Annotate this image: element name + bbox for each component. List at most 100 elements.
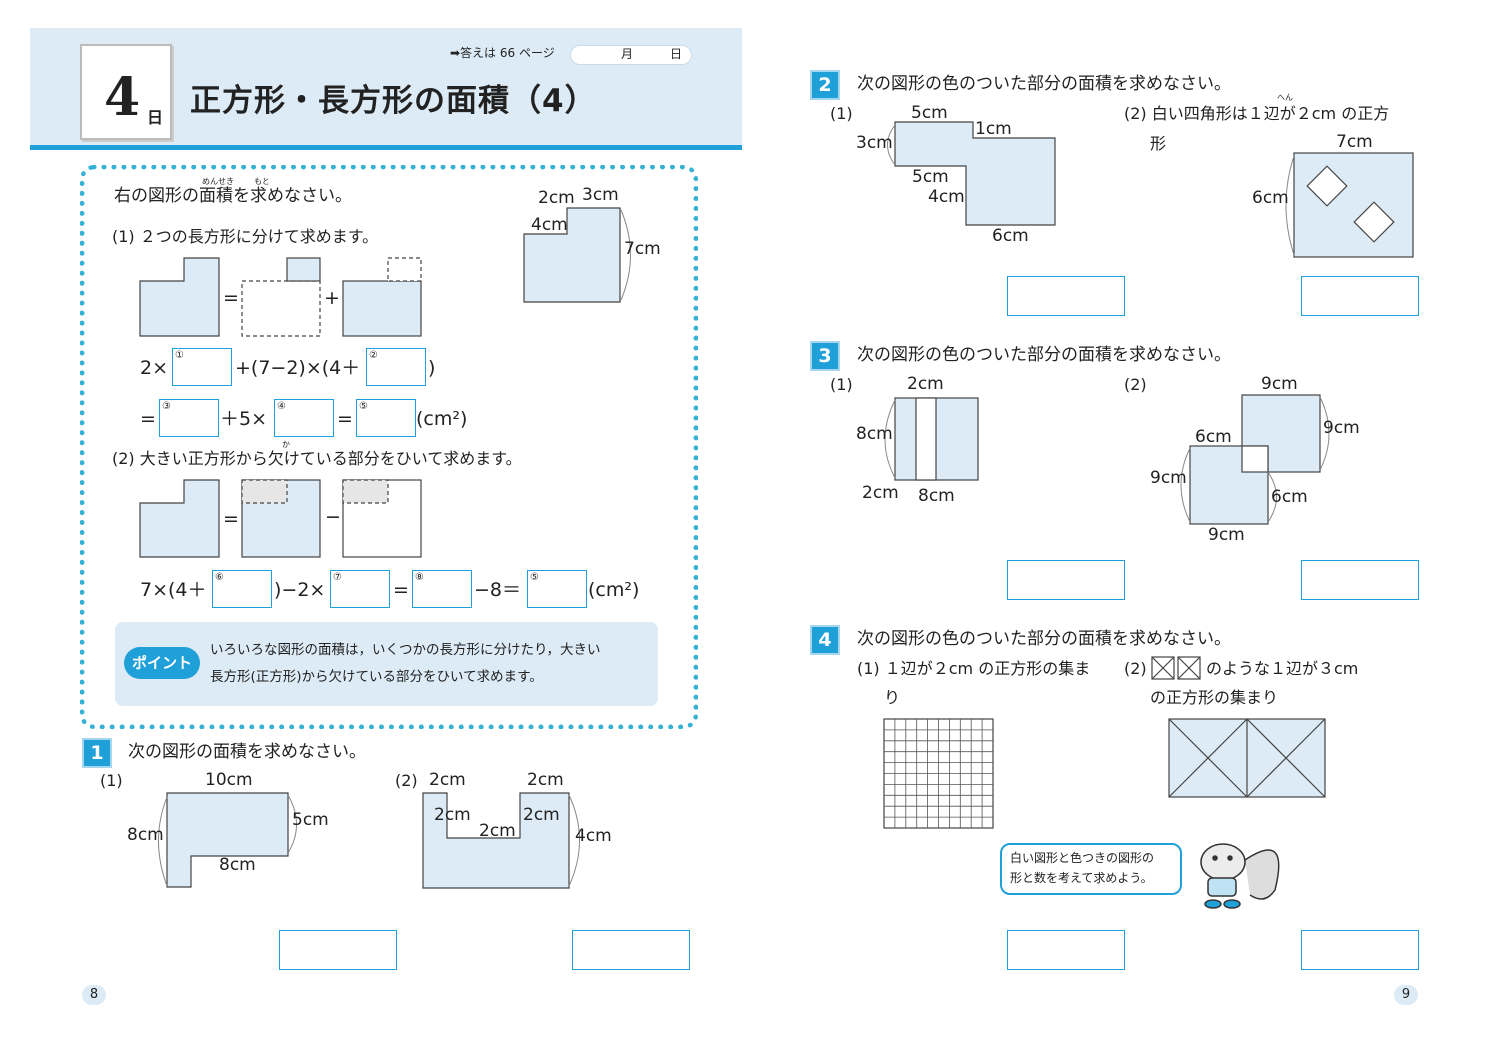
q4-1-grid-lines bbox=[884, 719, 993, 828]
q2-2-dim-7cm: 7cm bbox=[1336, 132, 1373, 152]
q2-sub1: (1) bbox=[830, 104, 853, 123]
eq3-part-a: 7×(4＋ bbox=[140, 579, 207, 601]
q1-text: 次の図形の面積を求めなさい。 bbox=[128, 742, 366, 762]
q3-2-dim-6cm-left: 6cm bbox=[1195, 427, 1232, 447]
q1-1-dim-5cm: 5cm bbox=[292, 810, 329, 830]
q2-2-white-square-1 bbox=[1306, 165, 1348, 207]
date-field[interactable] bbox=[570, 45, 692, 65]
q3-2-dim-9cm-top: 9cm bbox=[1261, 374, 1298, 394]
answer-reference: ➡答えは 66 ページ bbox=[450, 46, 555, 60]
q3-1-dim-2cm-bottom: 2cm bbox=[862, 483, 899, 503]
ruby-ka: か bbox=[282, 440, 290, 449]
q2-1-answer-box[interactable] bbox=[1007, 276, 1125, 316]
eq1-part-a: 2× bbox=[140, 357, 169, 379]
q2-1-dim-1cm: 1cm bbox=[975, 119, 1012, 139]
q4-2-x-lines bbox=[1168, 718, 1326, 798]
q4-2-inline-icons bbox=[1151, 656, 1201, 680]
example-box bbox=[80, 165, 698, 729]
blank-6-number: ⑥ bbox=[215, 572, 224, 583]
example-dim-4cm: 4cm bbox=[531, 215, 568, 235]
blank-1[interactable] bbox=[172, 348, 232, 386]
eq1-part-b: +(7−2)×(4＋ bbox=[235, 357, 361, 379]
eq1-part-c: ) bbox=[428, 357, 436, 379]
eq3-part-c: = bbox=[393, 579, 409, 601]
q4-1-answer-box[interactable] bbox=[1007, 930, 1125, 970]
day-unit: 日 bbox=[147, 108, 164, 127]
decomp-plus: + bbox=[324, 287, 340, 309]
decomp-equals: = bbox=[223, 287, 239, 309]
blank-2[interactable] bbox=[366, 348, 426, 386]
q3-1-white-strip bbox=[915, 397, 937, 481]
q1-1-dim-8cm-left: 8cm bbox=[127, 825, 164, 845]
eq2-unit: (cm²) bbox=[416, 408, 468, 430]
blank-4[interactable] bbox=[274, 399, 334, 437]
q4-text: 次の図形の色のついた部分の面積を求めなさい。 bbox=[857, 629, 1231, 649]
blank-8-number: ⑧ bbox=[415, 572, 424, 583]
q4-sub1-line2: り bbox=[884, 688, 901, 707]
eq2-part-b: ＋5× bbox=[220, 408, 268, 430]
blank-6[interactable] bbox=[212, 570, 272, 608]
example-instruction: 右の図形の面積を求めなさい。 bbox=[114, 186, 352, 206]
decomp-top-rect bbox=[286, 257, 321, 282]
blank-9-number: ⑤ bbox=[530, 572, 539, 583]
q2-1-dim-4cm: 4cm bbox=[928, 187, 965, 207]
q3-text: 次の図形の色のついた部分の面積を求めなさい。 bbox=[857, 345, 1231, 365]
ruby-menseki: めんせき bbox=[202, 177, 234, 186]
q1-1-figure bbox=[166, 792, 289, 888]
example-part2-label: (2) 大きい正方形から欠けている部分をひいて求めます。 bbox=[112, 449, 522, 468]
q1-badge: 1 bbox=[82, 738, 112, 768]
ruby-hen: へん bbox=[1277, 93, 1293, 102]
blank-8[interactable] bbox=[412, 570, 472, 608]
q4-sub2-line1: のような１辺が３cm bbox=[1206, 659, 1359, 678]
blank-7[interactable] bbox=[330, 570, 390, 608]
q1-2-answer-box[interactable] bbox=[572, 930, 690, 970]
q3-1-answer-box[interactable] bbox=[1007, 560, 1125, 600]
q3-1-dim-8cm-left: 8cm bbox=[856, 424, 893, 444]
q3-2-answer-box[interactable] bbox=[1301, 560, 1419, 600]
eq3-unit: (cm²) bbox=[588, 579, 640, 601]
eq2-part-c: = bbox=[337, 408, 353, 430]
q3-sub1: (1) bbox=[830, 375, 853, 394]
blank-1-number: ① bbox=[175, 350, 184, 361]
q3-1-dim-8cm-bottom: 8cm bbox=[918, 486, 955, 506]
eq3-part-b: )−2× bbox=[274, 579, 326, 601]
q2-badge: 2 bbox=[810, 70, 840, 100]
example-dim-3cm: 3cm bbox=[582, 185, 619, 205]
q1-2-dim-4cm: 4cm bbox=[575, 826, 612, 846]
sub-missing-part-2 bbox=[342, 479, 389, 504]
point-line-2: 長方形(正方形)から欠けている部分をひいて求めます。 bbox=[210, 669, 543, 685]
q4-2-answer-box[interactable] bbox=[1301, 930, 1419, 970]
page-title: 正方形・長方形の面積（4） bbox=[190, 83, 597, 119]
q2-1-dim-6cm: 6cm bbox=[992, 226, 1029, 246]
q2-2-dim-6cm: 6cm bbox=[1252, 188, 1289, 208]
point-box bbox=[115, 622, 658, 706]
q2-2-figure bbox=[1293, 152, 1414, 258]
q1-2-dim-2cm-c: 2cm bbox=[434, 805, 471, 825]
blank-3-number: ③ bbox=[162, 401, 171, 412]
q2-1-dim-3cm: 3cm bbox=[856, 133, 893, 153]
point-line-1: いろいろな図形の面積は，いくつかの長方形に分けたり，大きい bbox=[210, 642, 601, 658]
example-dim-2cm: 2cm bbox=[538, 188, 575, 208]
q3-1-dim-2cm-top: 2cm bbox=[907, 374, 944, 394]
q2-2-white-square-2 bbox=[1353, 201, 1395, 243]
blank-5[interactable] bbox=[356, 399, 416, 437]
q2-1-figure bbox=[894, 121, 1056, 226]
q1-sub2: (2) bbox=[395, 771, 418, 790]
q1-1-answer-box[interactable] bbox=[279, 930, 397, 970]
decomp-top-rect-empty bbox=[387, 257, 422, 282]
blank-9[interactable] bbox=[527, 570, 587, 608]
eq2-part-a: = bbox=[140, 408, 156, 430]
q3-2-dim-9cm-left: 9cm bbox=[1150, 468, 1187, 488]
blank-7-number: ⑦ bbox=[333, 572, 342, 583]
q2-text: 次の図形の色のついた部分の面積を求めなさい。 bbox=[857, 74, 1231, 94]
example-part1-label: (1) ２つの長方形に分けて求めます。 bbox=[112, 227, 379, 246]
blank-3[interactable] bbox=[159, 399, 219, 437]
decomp-bottom-rect-empty bbox=[241, 280, 321, 337]
q1-2-dim-2cm-a: 2cm bbox=[429, 770, 466, 790]
q2-2-answer-box[interactable] bbox=[1301, 276, 1419, 316]
q4-badge: 4 bbox=[810, 625, 840, 655]
page-number-right: 9 bbox=[1394, 985, 1418, 1005]
speech-line-1: 白い図形と色つきの図形の bbox=[1010, 851, 1155, 865]
q3-2-overlap bbox=[1241, 445, 1269, 473]
q2-1-dim-5cm-top: 5cm bbox=[911, 103, 948, 123]
